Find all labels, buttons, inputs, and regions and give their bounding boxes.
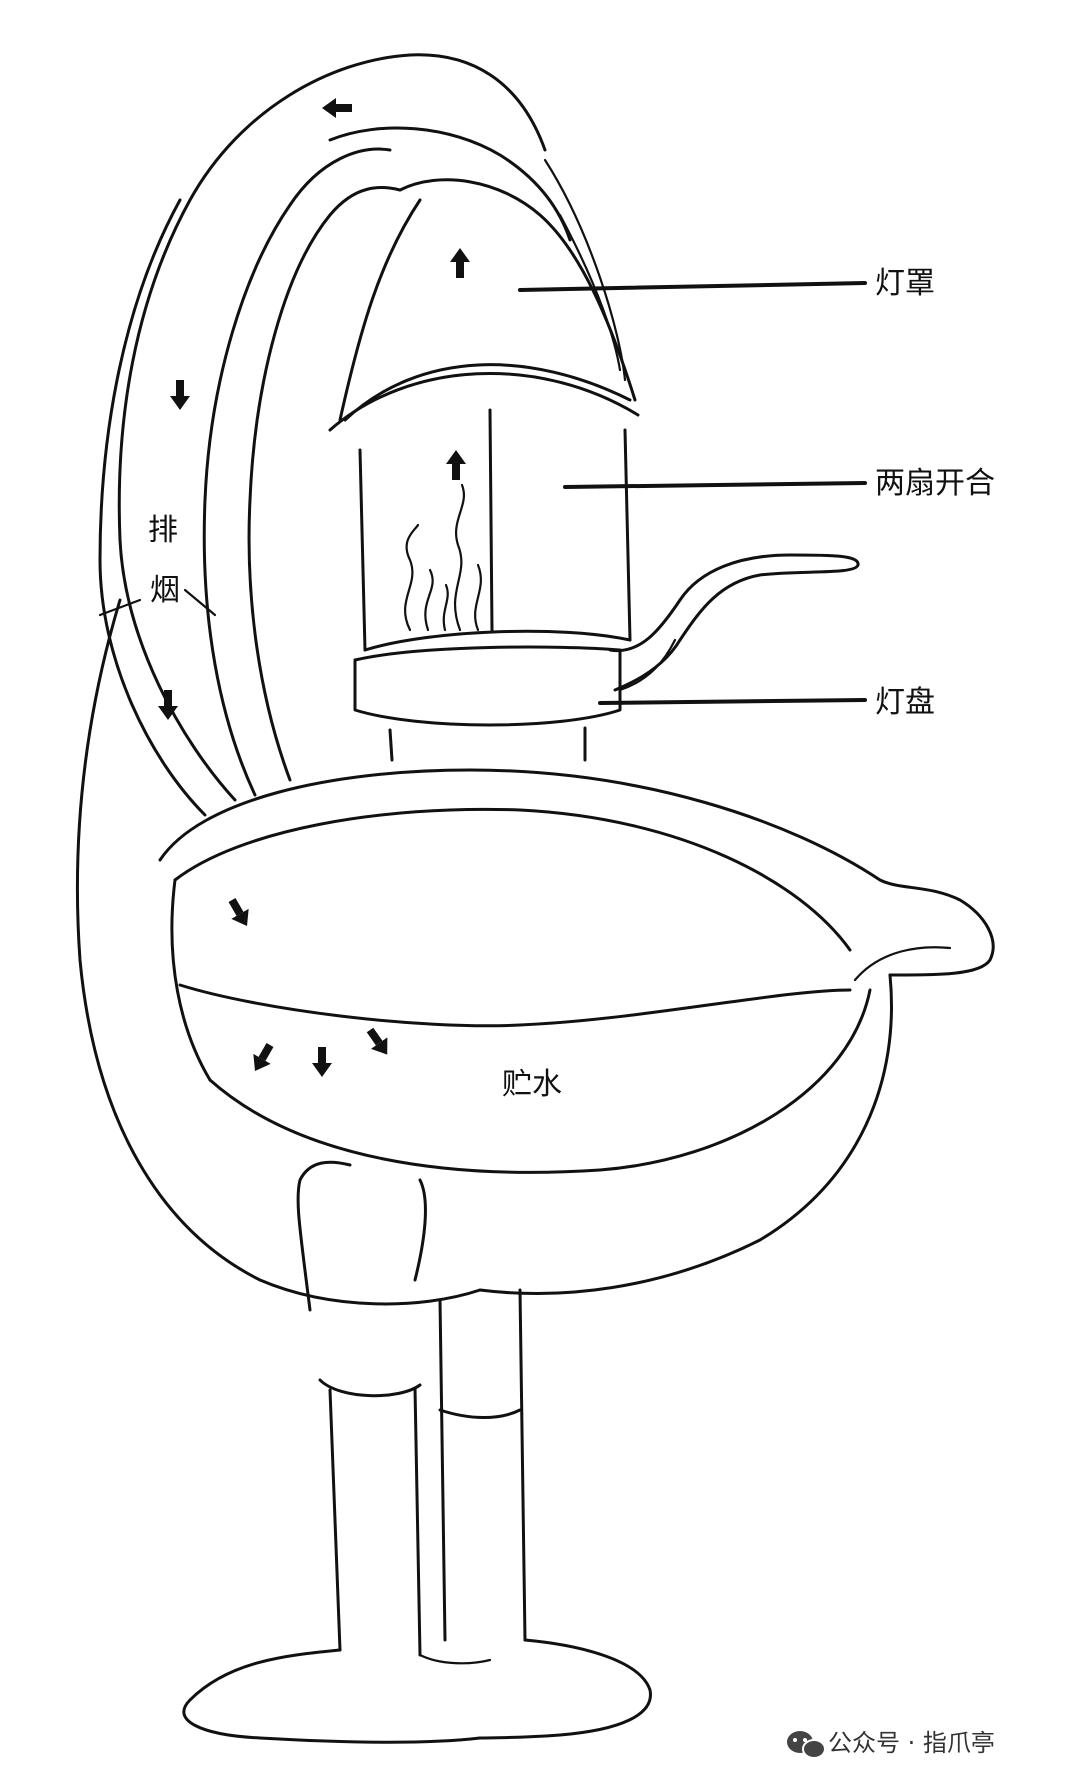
label-smoke-exhaust-2: 烟 <box>150 573 180 608</box>
leader-lines <box>520 283 865 703</box>
arrow-water-2 <box>312 1047 332 1077</box>
lamp-plate <box>355 555 858 760</box>
arrow-down-neck-1 <box>170 380 190 410</box>
wechat-icon <box>787 1731 825 1758</box>
lamp-shade <box>330 160 638 430</box>
arrow-left-top <box>322 98 352 118</box>
watermark: 公众号 · 指爪亭 <box>787 1729 995 1758</box>
arrow-down-bowl <box>223 895 255 931</box>
arrow-water-3 <box>362 1024 396 1060</box>
label-lamp-shade: 灯罩 <box>875 266 935 301</box>
arrow-water-1 <box>246 1040 278 1076</box>
arrow-up-shade <box>450 248 470 278</box>
leader-lamp-plate <box>600 700 865 703</box>
legs-and-feet <box>184 1162 651 1742</box>
watermark-text: 公众号 · 指爪亭 <box>828 1729 995 1757</box>
leader-lamp-shade <box>520 283 865 290</box>
water-bowl <box>160 770 993 1293</box>
label-two-leaf-doors: 两扇开合 <box>875 466 995 501</box>
label-smoke-exhaust-1: 排 <box>148 513 178 548</box>
arrow-up-cylinder <box>446 450 466 480</box>
label-lamp-plate: 灯盘 <box>875 685 935 720</box>
lamp-cylinder <box>360 410 630 650</box>
label-water-storage: 贮水 <box>502 1067 562 1102</box>
lamp-body-outline <box>77 55 570 1304</box>
leader-two-leaf-doors <box>565 483 865 487</box>
